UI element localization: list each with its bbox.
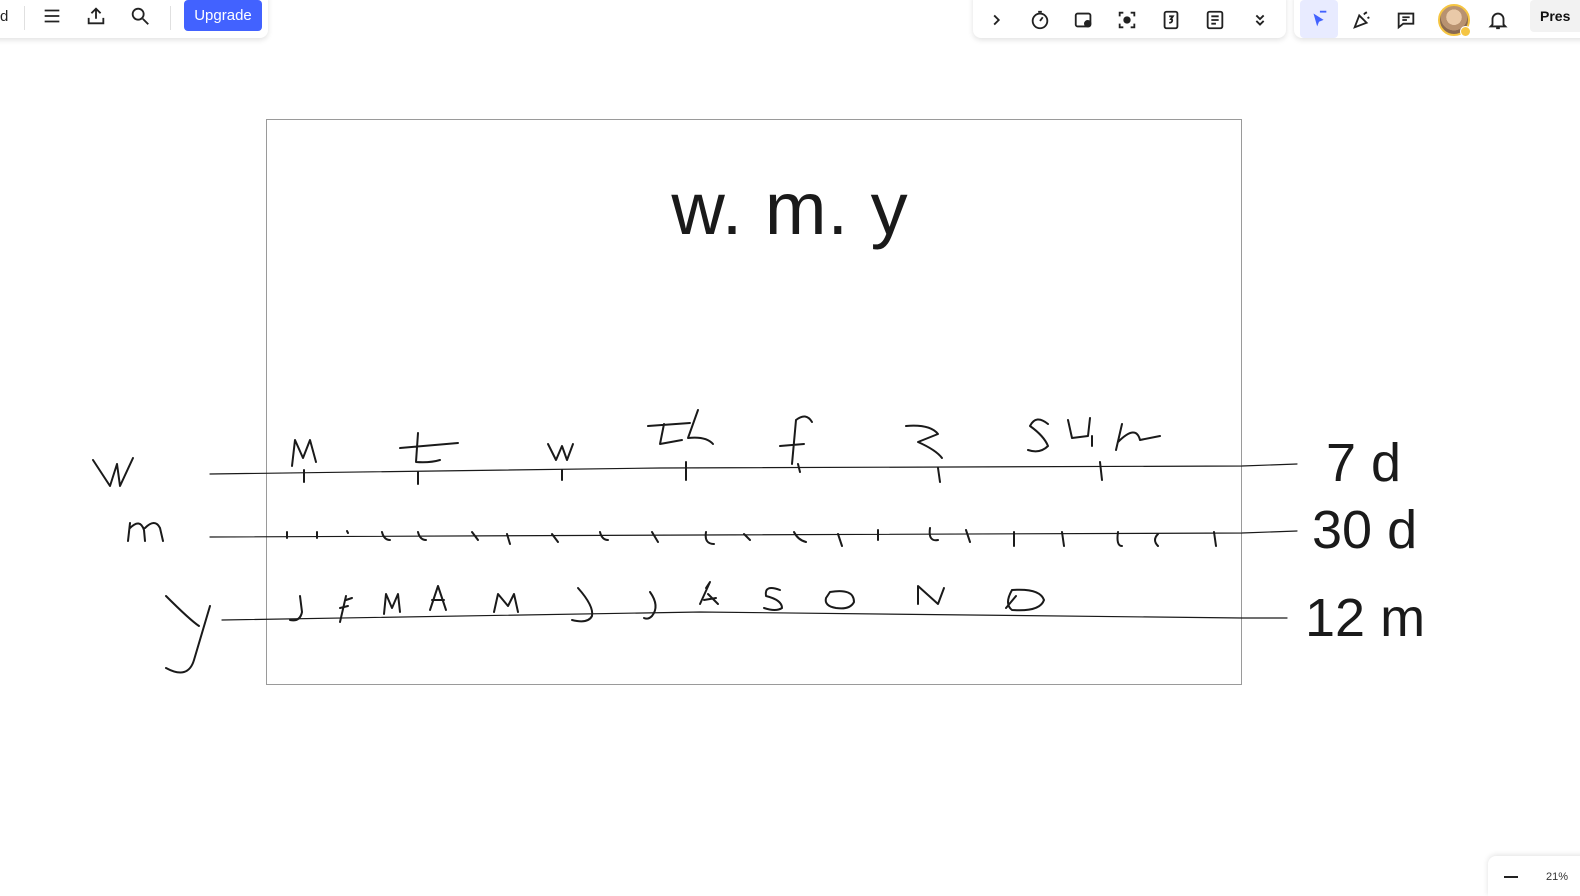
timer-icon[interactable] bbox=[1024, 4, 1056, 36]
month-span-label[interactable]: 30 d bbox=[1312, 500, 1418, 560]
comment-icon[interactable] bbox=[1390, 4, 1422, 36]
month-line bbox=[209, 530, 1298, 538]
export-icon[interactable] bbox=[78, 0, 114, 34]
year-line bbox=[221, 611, 1288, 621]
zoom-out-button[interactable] bbox=[1504, 876, 1518, 878]
year-span-label[interactable]: 12 m bbox=[1305, 588, 1426, 648]
collaboration-toolbar bbox=[973, 0, 1286, 38]
week-span-label[interactable]: 7 d bbox=[1326, 433, 1402, 493]
week-line bbox=[209, 463, 1298, 475]
letter-y bbox=[165, 595, 211, 674]
frame-title[interactable]: w. m. y bbox=[671, 167, 909, 250]
bell-icon[interactable] bbox=[1482, 4, 1514, 36]
cursor-flag-icon[interactable] bbox=[1300, 0, 1338, 38]
chevron-double-down-icon[interactable] bbox=[1244, 4, 1276, 36]
video-icon[interactable] bbox=[1068, 4, 1100, 36]
upgrade-button[interactable]: Upgrade bbox=[184, 0, 262, 31]
notes-icon[interactable] bbox=[1199, 4, 1231, 36]
avatar[interactable] bbox=[1438, 4, 1471, 37]
letter-w bbox=[92, 457, 134, 487]
menu-icon[interactable] bbox=[34, 0, 70, 34]
celebrate-icon[interactable] bbox=[1346, 4, 1378, 36]
letter-m bbox=[127, 522, 164, 542]
main-toolbar: d Upgrade bbox=[0, 0, 268, 38]
divider bbox=[24, 6, 25, 30]
countdown-icon[interactable] bbox=[1155, 4, 1187, 36]
chevron-right-icon[interactable] bbox=[980, 4, 1012, 36]
present-button[interactable]: Pres bbox=[1530, 0, 1580, 32]
search-icon[interactable] bbox=[122, 0, 158, 34]
zoom-level[interactable]: 21% bbox=[1546, 871, 1569, 883]
user-toolbar: Pres bbox=[1294, 0, 1580, 38]
divider bbox=[170, 6, 171, 30]
status-badge bbox=[1460, 26, 1471, 37]
board-frame[interactable] bbox=[266, 119, 1242, 685]
zoom-control: 21% bbox=[1488, 856, 1580, 896]
board-name[interactable]: d bbox=[0, 8, 9, 25]
focus-icon[interactable] bbox=[1111, 4, 1143, 36]
